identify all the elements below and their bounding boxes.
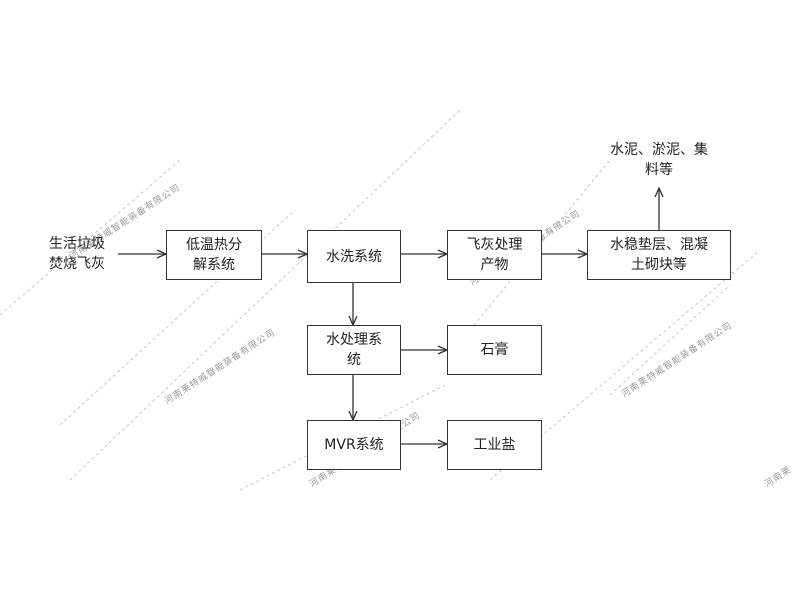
node-label-line: MVR系统 (324, 437, 384, 453)
node-water-treatment-system: 水处理系 统 (307, 325, 401, 375)
node-label-line: 低温热分 (186, 237, 242, 253)
node-industrial-salt: 工业盐 (447, 420, 542, 470)
node-label-line: 水稳垫层、混凝 (610, 237, 708, 253)
node-label-line: 生活垃圾 (49, 236, 105, 252)
node-mvr-system: MVR系统 (307, 420, 401, 470)
node-label-line: 土砌块等 (631, 257, 687, 273)
node-applications: 水稳垫层、混凝 土砌块等 (587, 230, 731, 280)
node-cement-output: 水泥、淤泥、集 料等 (594, 140, 724, 180)
node-label-line: 工业盐 (473, 437, 516, 453)
node-label-line: 产物 (480, 257, 509, 273)
node-label-line: 统 (347, 352, 361, 368)
node-label-line: 水洗系统 (326, 248, 382, 265)
node-label-line: 水泥、淤泥、集 (610, 142, 708, 158)
node-label-line: 焚烧飞灰 (49, 256, 105, 272)
node-label-line: 石膏 (480, 342, 509, 358)
node-msw-fly-ash: 生活垃圾 焚烧飞灰 (34, 234, 120, 274)
node-pyrolysis-system: 低温热分 解系统 (166, 230, 262, 280)
node-label-line: 飞灰处理 (466, 237, 523, 253)
node-label-line: 水处理系 (326, 332, 382, 348)
node-label-line: 解系统 (193, 257, 235, 273)
node-label-line: 料等 (645, 162, 673, 178)
node-gypsum: 石膏 (447, 325, 542, 375)
node-washing-system: 水洗系统 (307, 230, 401, 283)
node-fly-ash-product: 飞灰处理 产物 (447, 230, 542, 280)
